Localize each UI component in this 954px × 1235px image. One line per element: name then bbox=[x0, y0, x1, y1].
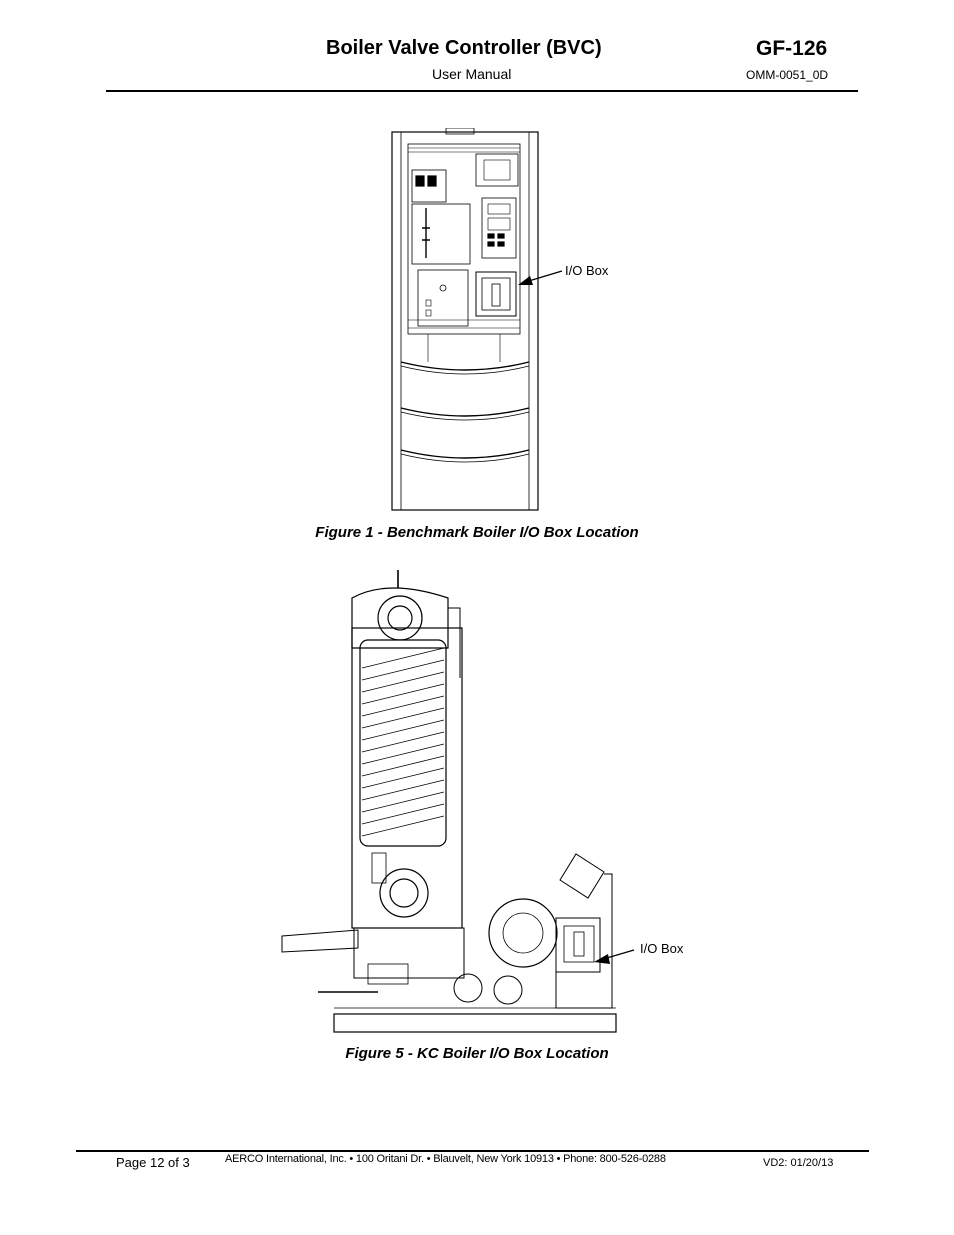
footer-address: AERCO International, Inc. • 100 Oritani … bbox=[225, 1153, 666, 1165]
figure-1-caption: Figure 1 - Benchmark Boiler I/O Box Loca… bbox=[315, 524, 639, 541]
fig5-io-box-label: I/O Box bbox=[640, 941, 684, 956]
footer-version: VD2: 01/20/13 bbox=[763, 1157, 834, 1169]
document-code: GF-126 bbox=[756, 37, 828, 60]
header-rule bbox=[106, 90, 858, 92]
document-subtitle: User Manual bbox=[432, 66, 512, 82]
document-title: Boiler Valve Controller (BVC) bbox=[326, 37, 602, 59]
page-number: Page 12 of 3 bbox=[116, 1155, 190, 1170]
kc-boiler-drawing: I/O Box bbox=[281, 570, 684, 1033]
footer-rule bbox=[76, 1150, 869, 1152]
benchmark-boiler-drawing: I/O Box bbox=[391, 128, 609, 511]
figure-5-caption: Figure 5 - KC Boiler I/O Box Location bbox=[345, 1045, 609, 1062]
document-number: OMM-0051_0D bbox=[746, 68, 829, 82]
fig1-io-box-label: I/O Box bbox=[565, 263, 609, 278]
